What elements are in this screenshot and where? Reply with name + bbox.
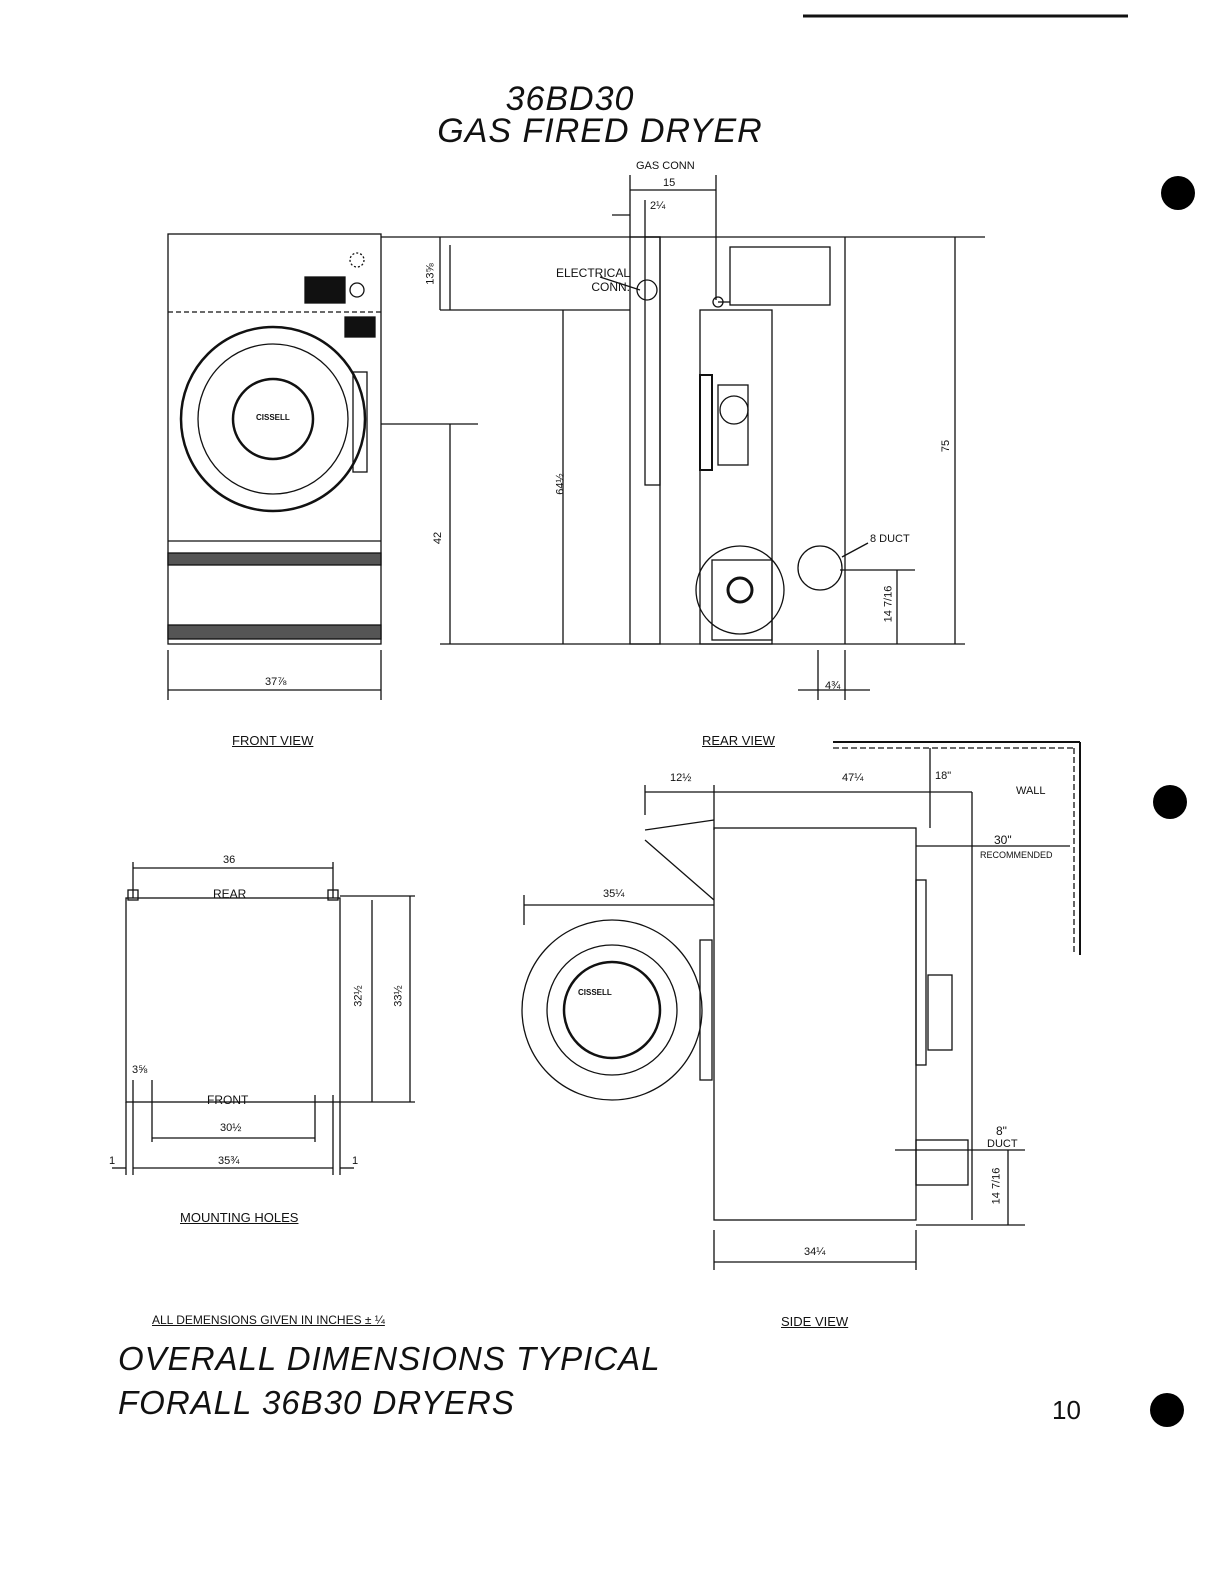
coin-box (344, 316, 376, 338)
mount-margin-right: 1 (352, 1155, 359, 1167)
front-view-caption: FRONT VIEW (232, 733, 314, 748)
electrical-conn (636, 279, 658, 301)
mount-depth-inner-dim: 32½ (352, 985, 365, 1007)
conn-height-dim: 64½ (554, 473, 567, 495)
rear-view-caption: REAR VIEW (702, 733, 775, 748)
top-offset-dim: 13⅝ (424, 263, 437, 285)
mount-margin-left: 1 (109, 1155, 116, 1167)
rear-duct-offset-dim: 4¾ (825, 680, 841, 692)
side-front-offset-dim: 12½ (670, 772, 692, 784)
duct-outlet (797, 545, 843, 591)
lint-vent (167, 552, 382, 566)
mounting-drawing (112, 862, 415, 1175)
page-number: 10 (1052, 1395, 1081, 1425)
gas-conn-dim: 15 (663, 177, 676, 189)
side-top-depth-dim: 47¼ (842, 772, 864, 784)
rear-view-drawing (381, 175, 985, 700)
side-wall-label: WALL (1016, 785, 1046, 797)
base-vent (167, 624, 382, 640)
side-duct-label: DUCT (987, 1138, 1018, 1150)
mount-rear-label: REAR (213, 887, 247, 901)
front-height-dim: 42 (432, 531, 445, 545)
side-brand: CISSELL (578, 988, 612, 997)
side-duct-size-dim: 8" (996, 1124, 1007, 1138)
front-width-dim: 37⅞ (265, 676, 287, 688)
mounting-caption: MOUNTING HOLES (180, 1210, 299, 1225)
binder-hole-middle (1153, 785, 1187, 819)
rear-duct-label: 8 DUCT (870, 533, 910, 545)
front-view-drawing (167, 233, 478, 700)
mount-front-span-dim: 30½ (220, 1122, 242, 1134)
mount-overall-span-dim: 35¾ (218, 1155, 240, 1167)
mount-width-dim: 36 (223, 854, 236, 866)
side-duct-height-dim: 14 7/16 (990, 1167, 1003, 1205)
mount-depth-outer-dim: 33½ (392, 985, 405, 1007)
overall-height-dim: 75 (940, 439, 953, 453)
front-door (179, 325, 367, 513)
gas-offset-dim: 2¼ (650, 200, 666, 212)
side-recommended-dim: 30" (994, 833, 1012, 847)
blower-housing (695, 545, 785, 635)
page-title: GAS FIRED DRYER (437, 112, 763, 150)
footer-line-1: OVERALL DIMENSIONS TYPICAL (118, 1340, 661, 1377)
front-brand: CISSELL (256, 413, 290, 422)
electrical-conn-label: ELECTRICAL CONN. (555, 266, 630, 294)
side-view-caption: SIDE VIEW (781, 1314, 849, 1329)
mount-edge-offset-dim: 3⅝ (132, 1064, 148, 1076)
side-door-depth-dim: 35¼ (603, 888, 625, 900)
side-recommended-label: RECOMMENDED (980, 850, 1053, 860)
side-door (521, 919, 703, 1101)
front-cabinet (167, 233, 382, 645)
side-base-depth-dim: 34¼ (804, 1246, 826, 1258)
dimensions-note: ALL DEMENSIONS GIVEN IN INCHES ± ¼ (152, 1313, 385, 1327)
control-panel (304, 276, 346, 304)
binder-hole-top (1161, 176, 1195, 210)
model-number: 36BD30 (505, 80, 635, 118)
gas-conn-label: GAS CONN (636, 160, 695, 172)
side-view-drawing (521, 741, 1081, 1270)
side-wall-gap-dim: 18" (935, 770, 952, 782)
footer-line-2: FORALL 36B30 DRYERS (118, 1384, 515, 1421)
binder-hole-bottom (1150, 1393, 1184, 1427)
rear-duct-height-dim: 14 7/16 (882, 585, 895, 623)
mount-front-label: FRONT (207, 1093, 249, 1107)
